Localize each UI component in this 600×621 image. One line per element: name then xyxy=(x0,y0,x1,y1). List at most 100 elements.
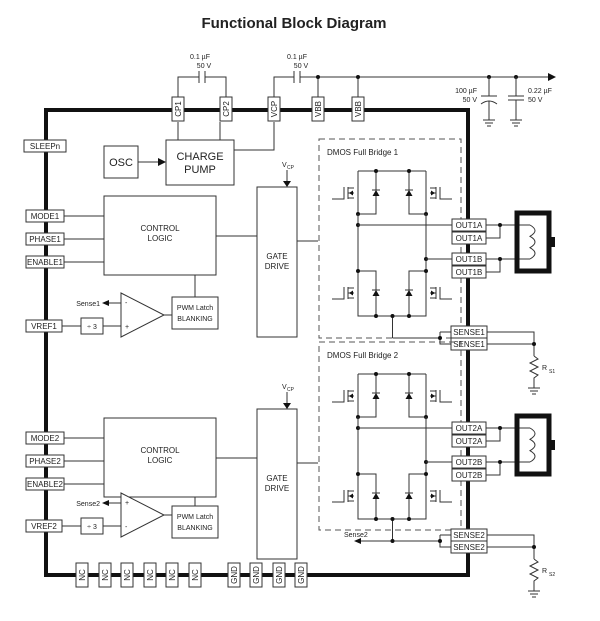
pin-enable2[interactable]: ENABLE2 xyxy=(25,477,65,491)
pin-nc-0[interactable]: NC xyxy=(75,562,89,588)
mosfet-icon xyxy=(349,493,353,499)
pin-out1b-0[interactable]: OUT1B xyxy=(451,252,487,266)
pin-cp1-0[interactable]: CP1 xyxy=(171,96,185,122)
arrow-icon xyxy=(283,403,291,409)
svg-text:GATE: GATE xyxy=(266,252,287,261)
pin-sense-a[interactable]: SENSE1 xyxy=(450,325,488,339)
svg-text:SENSE2: SENSE2 xyxy=(453,543,485,552)
svg-text:VCP: VCP xyxy=(270,101,279,117)
mosfet-icon xyxy=(431,290,435,296)
svg-text:SENSE1: SENSE1 xyxy=(453,328,485,337)
bridge-label: DMOS Full Bridge 2 xyxy=(327,351,399,360)
sense-resistor-icon xyxy=(528,558,540,598)
pin-vcp-2[interactable]: VCP xyxy=(267,96,281,122)
pin-out2a-0[interactable]: OUT2A xyxy=(451,421,487,435)
sense-net-label: Sense2 xyxy=(344,532,368,539)
top-external-circuit xyxy=(177,71,556,127)
svg-text:-: - xyxy=(125,300,128,307)
pin-out2b-0[interactable]: OUT2B xyxy=(451,455,487,469)
pin-gnd-7[interactable]: GND xyxy=(249,562,263,588)
pin-enable1[interactable]: ENABLE1 xyxy=(25,255,65,269)
divide-by-3-block: ÷ 3 xyxy=(80,317,104,335)
svg-text:OUT2A: OUT2A xyxy=(456,424,483,433)
svg-text:MODE1: MODE1 xyxy=(31,212,60,221)
pin-vbb-4[interactable]: VBB xyxy=(351,96,365,122)
charge-pump-block: CHARGE PUMP xyxy=(165,139,235,186)
cap-vcp-value: 0.1 µF xyxy=(287,54,307,61)
mosfet-icon xyxy=(431,190,435,196)
pin-vbb-3[interactable]: VBB xyxy=(311,96,325,122)
pin-nc-3[interactable]: NC xyxy=(143,562,157,588)
svg-text:OSC: OSC xyxy=(109,157,133,169)
pin-sense-b[interactable]: SENSE1 xyxy=(450,337,488,351)
svg-text:PHASE2: PHASE2 xyxy=(29,457,61,466)
svg-text:SENSE2: SENSE2 xyxy=(453,531,485,540)
svg-text:CP2: CP2 xyxy=(222,101,231,117)
svg-text:ENABLE1: ENABLE1 xyxy=(27,258,64,267)
svg-text:NC: NC xyxy=(168,569,177,581)
pin-phase1[interactable]: PHASE1 xyxy=(25,232,65,246)
pin-nc-2[interactable]: NC xyxy=(120,562,134,588)
svg-text:GATE: GATE xyxy=(266,474,287,483)
vcp-label: V xyxy=(282,384,287,391)
pin-sense-a[interactable]: SENSE2 xyxy=(450,528,488,542)
pin-cp2-1[interactable]: CP2 xyxy=(219,96,233,122)
arrow-icon xyxy=(158,158,166,166)
current-comparator: +- xyxy=(120,492,166,538)
diode-icon xyxy=(405,190,413,196)
arrow-icon xyxy=(283,181,291,187)
svg-text:+: + xyxy=(125,324,129,331)
svg-text:GND: GND xyxy=(230,566,239,584)
mosfet-icon xyxy=(349,190,353,196)
pin-gnd-8[interactable]: GND xyxy=(272,562,286,588)
svg-text:DRIVE: DRIVE xyxy=(265,484,289,493)
pin-out1a-0[interactable]: OUT1A xyxy=(451,218,487,232)
pin-mode1[interactable]: MODE1 xyxy=(25,209,65,223)
pin-out1b-1[interactable]: OUT1B xyxy=(451,265,487,279)
svg-text:LOGIC: LOGIC xyxy=(148,456,173,465)
sense-net-label: Sense2 xyxy=(76,501,100,508)
pin-out2a-1[interactable]: OUT2A xyxy=(451,434,487,448)
top-pins: CP1 CP2 VCP VBB VBB xyxy=(171,96,365,122)
svg-text:OUT2B: OUT2B xyxy=(456,458,483,467)
svg-text:S2: S2 xyxy=(549,572,555,578)
pin-sense-b[interactable]: SENSE2 xyxy=(450,540,488,554)
pin-sleepn[interactable]: SLEEPn xyxy=(23,139,67,153)
pin-vref2[interactable]: VREF2 xyxy=(25,519,63,533)
svg-text:GND: GND xyxy=(297,566,306,584)
svg-text:GND: GND xyxy=(252,566,261,584)
svg-text:NC: NC xyxy=(78,569,87,581)
svg-text:PWM Latch: PWM Latch xyxy=(177,514,213,521)
vcp-label: V xyxy=(282,162,287,169)
diagram-title: Functional Block Diagram xyxy=(201,15,386,32)
svg-text:OUT1A: OUT1A xyxy=(456,221,483,230)
pin-vref1[interactable]: VREF1 xyxy=(25,319,63,333)
mosfet-icon xyxy=(349,393,353,399)
pin-phase2[interactable]: PHASE2 xyxy=(25,454,65,468)
pin-nc-4[interactable]: NC xyxy=(165,562,179,588)
svg-text:+: + xyxy=(125,500,129,507)
svg-text:DRIVE: DRIVE xyxy=(265,262,289,271)
pin-gnd-6[interactable]: GND xyxy=(227,562,241,588)
pin-gnd-9[interactable]: GND xyxy=(294,562,308,588)
osc-block: OSC xyxy=(103,145,139,179)
pin-mode2[interactable]: MODE2 xyxy=(25,431,65,445)
svg-text:VBB: VBB xyxy=(314,101,323,117)
pin-nc-1[interactable]: NC xyxy=(98,562,112,588)
svg-text:SLEEPn: SLEEPn xyxy=(30,142,60,151)
diode-icon xyxy=(372,393,380,399)
pin-out1a-1[interactable]: OUT1A xyxy=(451,231,487,245)
pin-out2b-1[interactable]: OUT2B xyxy=(451,468,487,482)
svg-text:÷ 3: ÷ 3 xyxy=(87,324,97,331)
mosfet-icon xyxy=(349,290,353,296)
svg-text:CP1: CP1 xyxy=(174,101,183,117)
svg-text:-: - xyxy=(125,524,128,531)
svg-text:PUMP: PUMP xyxy=(184,164,216,176)
pin-nc-5[interactable]: NC xyxy=(188,562,202,588)
svg-text:NC: NC xyxy=(146,569,155,581)
svg-text:VREF2: VREF2 xyxy=(31,522,57,531)
